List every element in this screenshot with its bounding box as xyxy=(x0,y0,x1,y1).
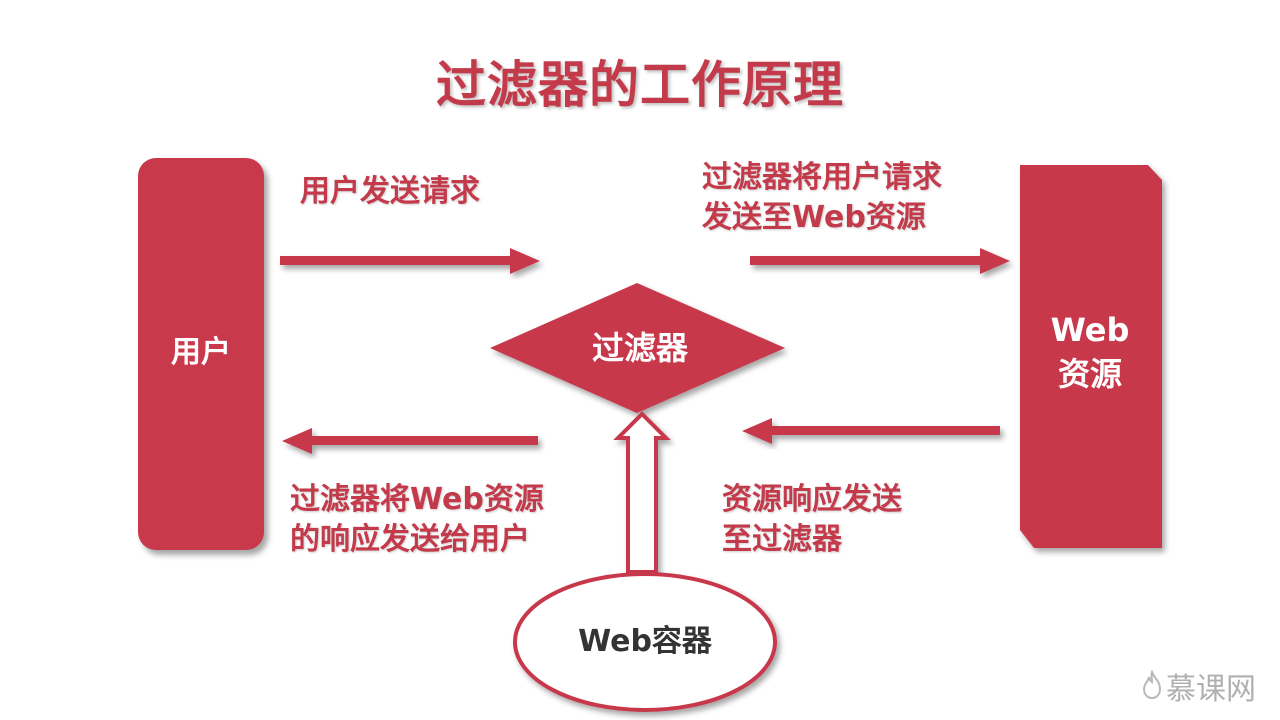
label-resource-to-filter-line-2: 至过滤器 xyxy=(722,522,842,557)
watermark: 慕课网 xyxy=(1140,668,1280,711)
arrow-resource-to-filter xyxy=(742,418,1000,444)
label-filter-to-user: 过滤器将Web资源 的响应发送给用户 xyxy=(290,480,544,560)
arrow-container-to-filter xyxy=(613,411,671,574)
filter-label: 过滤器 xyxy=(591,329,688,367)
arrow-user-to-filter xyxy=(280,248,540,274)
web-resource-label: Web 资源 xyxy=(1020,308,1160,396)
web-resource-label-line-1: Web xyxy=(1050,311,1130,349)
filter-diamond xyxy=(490,283,785,413)
label-user-request: 用户发送请求 xyxy=(300,174,480,209)
arrow-filter-to-resource xyxy=(750,248,1010,274)
label-resource-to-filter: 资源响应发送 至过滤器 xyxy=(722,480,902,560)
label-filter-to-resource: 过滤器将用户请求 发送至Web资源 xyxy=(702,158,942,238)
label-filter-to-user-line-1: 过滤器将Web资源 xyxy=(290,482,544,517)
container-label: Web容器 xyxy=(578,624,712,659)
label-filter-to-resource-line-1: 过滤器将用户请求 xyxy=(702,160,942,195)
label-filter-to-user-line-2: 的响应发送给用户 xyxy=(290,522,530,557)
watermark-text: 慕课网 xyxy=(1166,672,1256,707)
label-resource-to-filter-line-1: 资源响应发送 xyxy=(722,482,902,517)
web-resource-box xyxy=(1020,165,1162,548)
page-title: 过滤器的工作原理 xyxy=(436,56,844,114)
flame-logo-icon xyxy=(1140,668,1166,711)
user-box xyxy=(138,158,264,550)
label-filter-to-resource-line-2: 发送至Web资源 xyxy=(702,200,926,235)
container-ellipse xyxy=(513,572,777,712)
user-label: 用户 xyxy=(171,335,231,370)
arrow-filter-to-user xyxy=(282,428,538,454)
web-resource-label-line-2: 资源 xyxy=(1057,355,1122,393)
